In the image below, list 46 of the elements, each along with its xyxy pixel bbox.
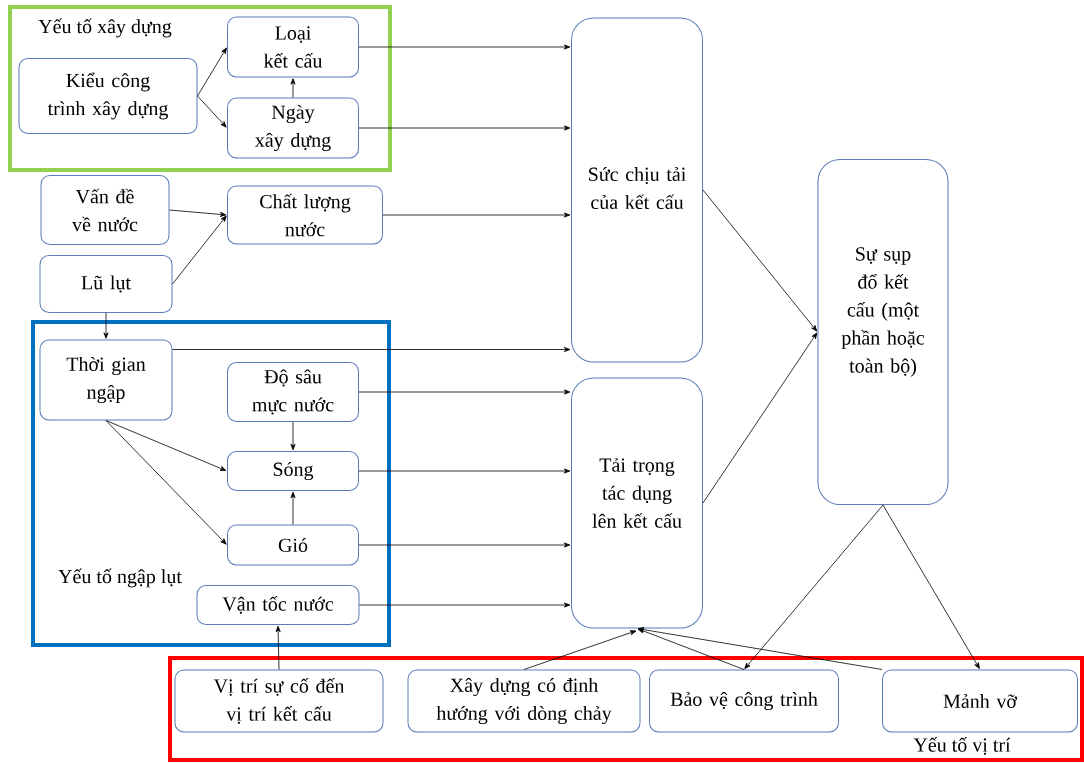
- process-box: Chất lượng nước: [227, 185, 383, 245]
- process-box: Kiểu công trình xây dựng: [18, 58, 198, 134]
- arrow: [172, 215, 227, 285]
- arrow: [358, 389, 571, 395]
- arrow: [744, 504, 884, 670]
- group-heading: Yếu tố vị trí: [913, 737, 1011, 755]
- group-heading: Yếu tố ngập lụt: [58, 568, 182, 588]
- arrow: [358, 468, 571, 474]
- process-box: Sự sụp đổ kết cấu (một phần hoặc toàn bộ): [817, 159, 949, 505]
- process-box: Gió: [227, 524, 359, 566]
- process-box: Sức chịu tải của kết cấu: [571, 17, 703, 363]
- arrow: [105, 420, 227, 545]
- arrow: [105, 420, 227, 471]
- arrow: [358, 542, 571, 548]
- arrow: [637, 628, 745, 670]
- process-box: Độ sâu mực nước: [227, 362, 359, 422]
- process-box: Mảnh vỡ: [882, 669, 1078, 733]
- process-box: Xây dựng có định hướng với dòng chảy: [407, 669, 641, 733]
- process-box: Lũ lụt: [39, 255, 173, 313]
- process-box: Vận tốc nước: [196, 585, 360, 625]
- arrow: [103, 312, 109, 339]
- process-box: Tải trọng tác dụng lên kết cấu: [571, 377, 703, 629]
- arrow: [169, 209, 227, 217]
- process-box: Bảo vệ công trình: [649, 669, 839, 733]
- arrow: [358, 44, 571, 50]
- process-box: Vấn đề về nước: [40, 175, 170, 245]
- arrow: [358, 125, 571, 131]
- arrow: [197, 47, 227, 97]
- arrow: [172, 347, 571, 352]
- group-heading: Yếu tố xây dựng: [38, 18, 172, 38]
- arrow: [702, 189, 818, 332]
- process-box: Sóng: [227, 451, 359, 491]
- arrow: [882, 504, 980, 669]
- arrow: [275, 625, 281, 670]
- arrow: [702, 332, 818, 504]
- process-box: Loại kết cấu: [227, 16, 359, 78]
- process-box: Thời gian ngập: [39, 339, 173, 421]
- arrow: [637, 627, 883, 670]
- process-box: Vị trí sự cố đến vị trí kết cấu: [174, 669, 384, 733]
- arrow: [197, 95, 227, 128]
- arrow: [290, 421, 296, 451]
- process-box: Ngày xây dựng: [227, 97, 359, 159]
- arrow: [382, 212, 571, 218]
- arrow: [359, 602, 571, 608]
- arrow: [290, 491, 296, 525]
- arrow: [290, 78, 296, 98]
